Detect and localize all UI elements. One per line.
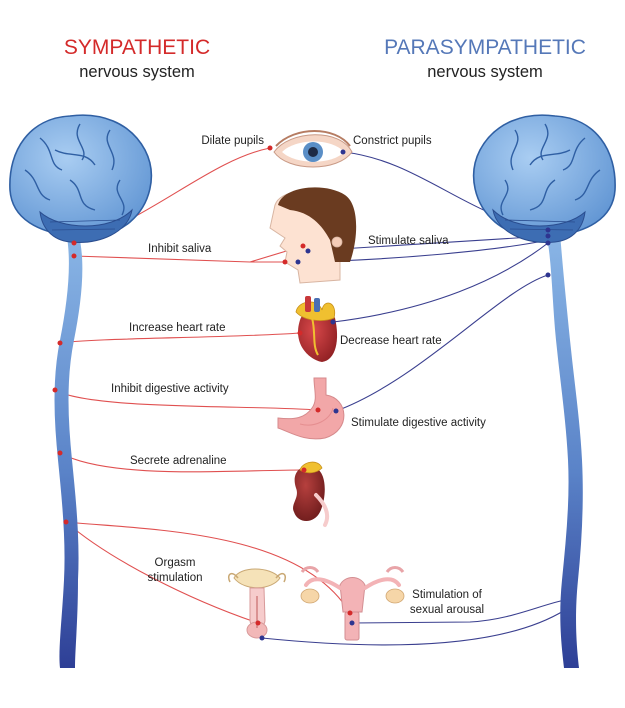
label-stimulate-digestive: Stimulate digestive activity bbox=[351, 417, 486, 429]
parasympathetic-dot bbox=[330, 319, 336, 325]
sympathetic-line-adrenal bbox=[59, 452, 305, 473]
parasympathetic-dot bbox=[545, 233, 551, 239]
label-stimulation: stimulation bbox=[148, 572, 203, 584]
parasympathetic-dot bbox=[333, 408, 339, 414]
parasympathetic-brain-icon bbox=[472, 114, 616, 243]
label-constrict-pupils: Constrict pupils bbox=[353, 135, 432, 147]
head-icon bbox=[269, 187, 357, 284]
label-inhibit-saliva: Inhibit saliva bbox=[148, 243, 212, 255]
parasympathetic-dot bbox=[295, 259, 301, 265]
sympathetic-line-male bbox=[65, 521, 259, 624]
sympathetic-dot bbox=[282, 259, 288, 265]
sympathetic-dot bbox=[71, 240, 77, 246]
sympathetic-spinal-cord bbox=[54, 232, 83, 668]
sympathetic-title: SYMPATHETIC bbox=[64, 36, 210, 59]
sympathetic-dot bbox=[255, 620, 261, 626]
sympathetic-dot bbox=[71, 253, 77, 259]
parasympathetic-dot bbox=[349, 620, 355, 626]
female-reproductive-icon bbox=[300, 566, 405, 641]
label-stimulation-of: Stimulation of bbox=[412, 589, 482, 601]
parasympathetic-dot bbox=[545, 272, 551, 278]
label-stimulate-saliva: Stimulate saliva bbox=[368, 235, 449, 247]
sympathetic-nerve-dots bbox=[52, 145, 353, 626]
label-secrete-adrenaline: Secrete adrenaline bbox=[130, 455, 227, 467]
stomach-icon bbox=[277, 377, 345, 440]
sympathetic-line-digestive bbox=[54, 389, 319, 411]
parasympathetic-title: PARASYMPATHETIC bbox=[384, 36, 586, 59]
label-sexual-arousal: sexual arousal bbox=[410, 604, 484, 616]
male-reproductive-icon bbox=[227, 568, 287, 639]
parasympathetic-line-female bbox=[351, 599, 566, 624]
adrenal-kidney-icon bbox=[293, 461, 330, 527]
parasympathetic-line-heart bbox=[332, 242, 549, 323]
parasympathetic-nerve-dots bbox=[259, 149, 551, 641]
parasympathetic-dot bbox=[545, 227, 551, 233]
label-increase-heart-rate: Increase heart rate bbox=[129, 322, 226, 334]
sympathetic-pathways bbox=[54, 147, 351, 624]
sympathetic-dot bbox=[347, 610, 353, 616]
sympathetic-dot bbox=[300, 243, 306, 249]
sympathetic-dot bbox=[52, 387, 58, 393]
parasympathetic-subtitle: nervous system bbox=[427, 63, 543, 81]
parasympathetic-line-digestive bbox=[335, 274, 549, 412]
sympathetic-subtitle: nervous system bbox=[79, 63, 195, 81]
sympathetic-dot bbox=[267, 145, 273, 151]
sympathetic-dot bbox=[57, 450, 63, 456]
sympathetic-brain-icon bbox=[9, 114, 153, 243]
label-inhibit-digestive: Inhibit digestive activity bbox=[111, 383, 229, 395]
label-dilate-pupils: Dilate pupils bbox=[201, 135, 264, 147]
sympathetic-dot bbox=[63, 519, 69, 525]
sympathetic-dot bbox=[297, 330, 303, 336]
parasympathetic-spinal-cord bbox=[546, 232, 583, 668]
sympathetic-dot bbox=[315, 407, 321, 413]
sympathetic-line-female bbox=[65, 521, 351, 614]
sympathetic-dot bbox=[301, 467, 307, 473]
label-orgasm: Orgasm bbox=[155, 557, 196, 569]
parasympathetic-dot bbox=[305, 248, 311, 254]
parasympathetic-dot bbox=[545, 240, 551, 246]
sympathetic-line-heart bbox=[59, 332, 301, 344]
sympathetic-dot bbox=[57, 340, 63, 346]
eye-icon bbox=[273, 130, 353, 168]
parasympathetic-dot bbox=[259, 635, 265, 641]
parasympathetic-line-male bbox=[261, 609, 566, 646]
heart-icon bbox=[295, 296, 338, 362]
parasympathetic-dot bbox=[340, 149, 346, 155]
label-decrease-heart-rate: Decrease heart rate bbox=[340, 335, 442, 347]
